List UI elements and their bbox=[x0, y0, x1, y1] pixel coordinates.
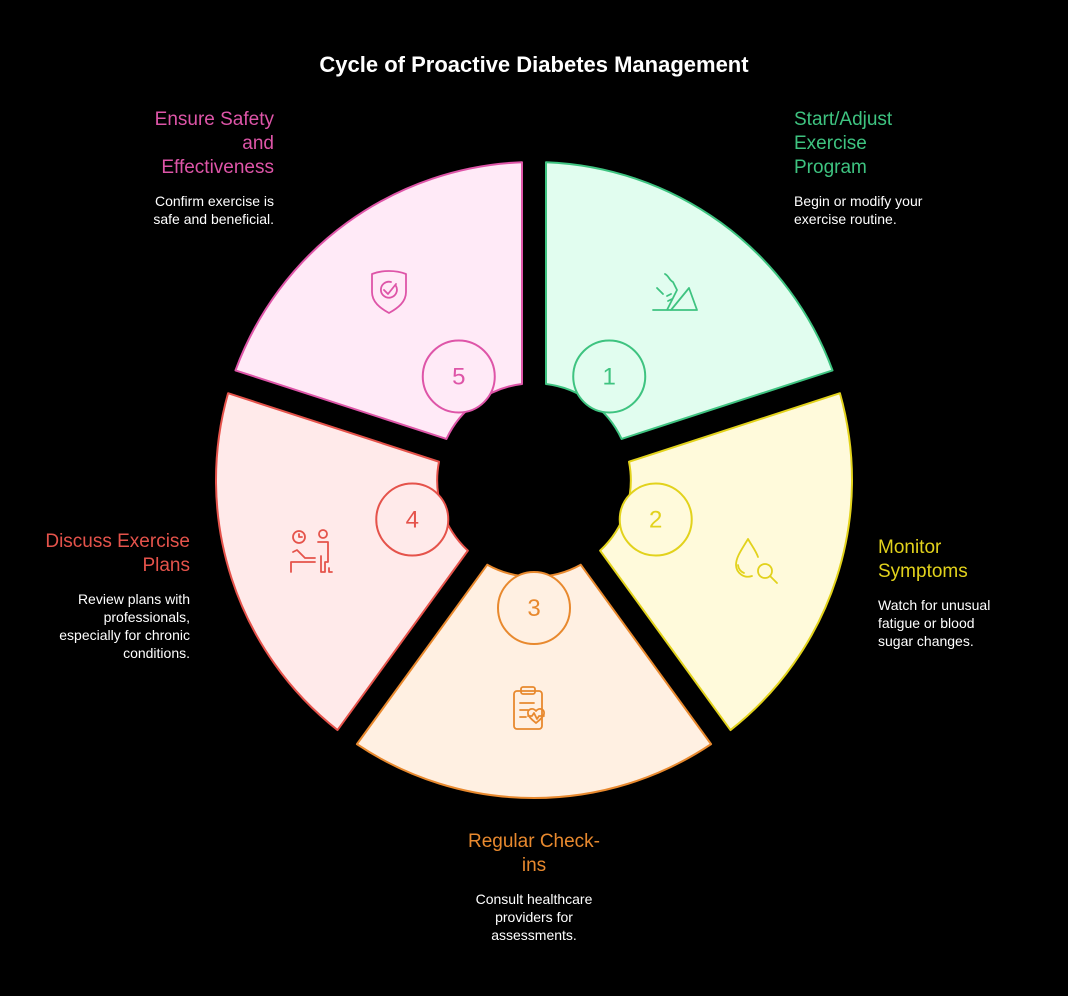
consultation-icon bbox=[288, 526, 338, 576]
step-3-label: Regular Check-ins Consult healthcare pro… bbox=[459, 830, 609, 944]
step-number: 1 bbox=[603, 363, 616, 390]
step-number: 4 bbox=[406, 507, 419, 534]
step-number-badge bbox=[497, 571, 571, 645]
step-title: Discuss Exercise Plans bbox=[45, 531, 190, 576]
step-title: Monitor Symptoms bbox=[878, 537, 968, 582]
step-number-badge bbox=[375, 482, 450, 557]
step-description: Review plans with professionals, especia… bbox=[59, 591, 190, 661]
step-description: Consult healthcare providers for assessm… bbox=[475, 891, 593, 943]
clipboard-heart-icon bbox=[508, 683, 558, 733]
step-number: 3 bbox=[527, 595, 540, 622]
step-title: Start/Adjust Exercise Program bbox=[794, 109, 893, 178]
step-number-badge bbox=[618, 482, 693, 557]
step-description: Begin or modify your exercise routine. bbox=[794, 193, 923, 227]
step-4-label: Discuss Exercise Plans Review plans with… bbox=[40, 530, 190, 662]
step-5-label: Ensure Safety and Effectiveness Confirm … bbox=[124, 108, 274, 228]
step-number-badge bbox=[572, 339, 647, 414]
step-description: Watch for unusual fatigue or blood sugar… bbox=[878, 597, 991, 649]
step-2-label: Monitor Symptoms Watch for unusual fatig… bbox=[878, 536, 1058, 650]
step-number: 2 bbox=[649, 507, 662, 534]
running-shoe-icon bbox=[649, 266, 699, 316]
step-number: 5 bbox=[452, 363, 465, 390]
shield-check-icon bbox=[364, 266, 414, 316]
step-description: Confirm exercise is safe and beneficial. bbox=[153, 193, 274, 227]
drop-search-icon bbox=[730, 535, 780, 585]
diagram-title: Cycle of Proactive Diabetes Management bbox=[319, 52, 749, 77]
step-title: Ensure Safety and Effectiveness bbox=[154, 109, 274, 178]
step-number-badge bbox=[421, 339, 496, 414]
step-1-label: Start/Adjust Exercise Program Begin or m… bbox=[794, 108, 964, 228]
step-title: Regular Check-ins bbox=[468, 831, 600, 876]
